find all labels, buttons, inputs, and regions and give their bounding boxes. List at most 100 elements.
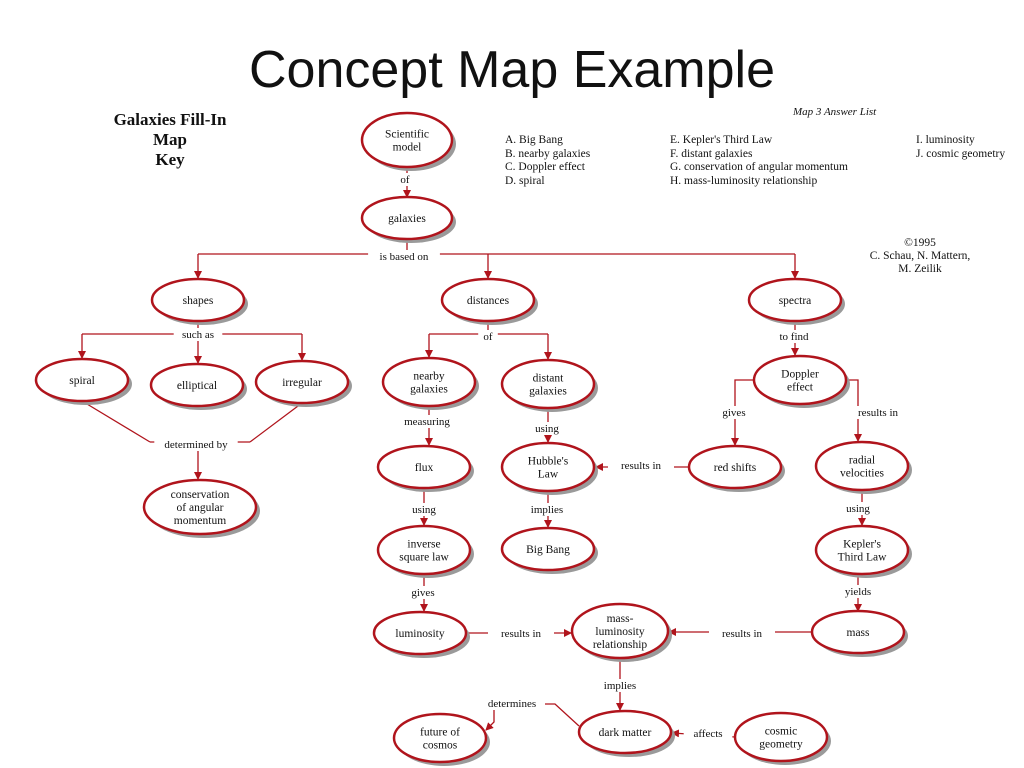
node-ellipse <box>500 441 596 493</box>
node-ellipse <box>142 478 258 536</box>
node-ellipse <box>376 444 472 490</box>
node-ellipse <box>381 356 477 408</box>
link-label-bg <box>709 627 775 640</box>
answer-item: E. Kepler's Third Law <box>670 134 773 146</box>
node-label: distances <box>467 295 510 307</box>
node-label: momentum <box>174 515 226 527</box>
link-label-gives-2: gives <box>722 407 745 419</box>
answer-column-1: A. Big Bang B. nearby galaxies C. Dopple… <box>505 134 590 188</box>
link-label-bg <box>528 422 566 435</box>
link-label-bg <box>595 679 645 692</box>
node-label: mass- <box>607 613 634 625</box>
link-label-bg <box>839 502 877 515</box>
answer-list-heading: Map 3 Answer List <box>793 106 877 118</box>
node-label: cosmos <box>423 740 458 752</box>
node-luminosity: luminosity <box>372 610 470 658</box>
node-label: galaxies <box>410 384 448 396</box>
link-label-affects: affects <box>693 728 722 740</box>
link-label-bg <box>173 328 223 341</box>
answer-item: I. luminosity <box>916 134 975 146</box>
node-ellipse <box>440 277 536 323</box>
node-label: cosmic <box>765 726 798 738</box>
node-label: Doppler <box>781 369 819 381</box>
answer-item: J. cosmic geometry <box>916 147 1006 160</box>
copyright-line: M. Zeilik <box>898 263 942 275</box>
link-label-yields: yields <box>845 586 871 598</box>
key-title-line: Galaxies Fill-In <box>113 110 227 129</box>
node-label: nearby <box>413 371 445 383</box>
node-galaxies: galaxies <box>360 195 456 243</box>
answer-item: B. nearby galaxies <box>505 147 591 160</box>
node-label: luminosity <box>595 626 644 638</box>
node-label: radial <box>849 455 875 467</box>
node-label: irregular <box>282 377 322 389</box>
node-label: geometry <box>759 739 803 751</box>
node-label: Law <box>538 469 559 481</box>
link-label-bg <box>395 173 415 186</box>
node-shapes: shapes <box>150 277 248 325</box>
node-label: distant <box>533 373 564 385</box>
node-label: velocities <box>840 468 885 480</box>
node-elliptical: elliptical <box>149 362 247 410</box>
answer-column-3: I. luminosity J. cosmic geometry <box>916 134 1005 161</box>
link-label-bg <box>479 697 545 710</box>
node-label: spiral <box>69 375 95 387</box>
link-label-bg <box>396 415 458 428</box>
link-label-bg <box>715 406 753 419</box>
node-ellipse <box>577 709 673 755</box>
answer-item: G. conservation of angular momentum <box>670 161 848 173</box>
slide-title: Concept Map Example <box>248 41 776 99</box>
link-label-such-as: such as <box>182 329 214 341</box>
node-mass: mass <box>810 609 908 657</box>
node-label: relationship <box>593 639 648 651</box>
link-label-of-1: of <box>400 174 410 186</box>
map-connector <box>846 379 862 442</box>
node-label: of angular <box>177 502 224 514</box>
node-spiral: spiral <box>34 357 132 405</box>
node-dark-matter: dark matter <box>577 709 675 757</box>
node-ellipse <box>687 444 783 490</box>
link-label-of-2: of <box>483 331 493 343</box>
link-label-bg <box>368 250 440 263</box>
link-label-gives-1: gives <box>411 587 434 599</box>
link-label-determines: determines <box>488 698 536 710</box>
link-label-bg <box>405 503 443 516</box>
node-label: flux <box>415 462 434 474</box>
node-label: effect <box>787 382 814 394</box>
node-ellipse <box>752 354 848 406</box>
node-ellipse <box>149 362 245 408</box>
key-title-line: Map <box>153 130 187 149</box>
node-ellipse <box>392 712 488 764</box>
link-label-bg <box>608 459 674 472</box>
node-red-shifts: red shifts <box>687 444 785 492</box>
node-big-bang: Big Bang <box>500 526 598 574</box>
link-label-bg <box>845 406 911 419</box>
link-label-implies-1: implies <box>531 504 563 516</box>
map-connector <box>249 402 303 443</box>
node-ellipse <box>570 602 670 660</box>
answer-item: A. Big Bang <box>505 134 563 146</box>
node-flux: flux <box>376 444 474 492</box>
node-label: shapes <box>183 295 214 307</box>
node-ellipse <box>814 524 910 576</box>
link-label-using-3: using <box>846 503 870 515</box>
node-label: square law <box>399 552 449 564</box>
link-label-results-in-1: results in <box>501 628 542 640</box>
answer-item: D. spiral <box>505 174 545 187</box>
node-ellipse <box>747 277 843 323</box>
link-label-to-find: to find <box>779 331 809 343</box>
map-connector <box>81 400 151 443</box>
node-label: galaxies <box>388 213 426 225</box>
node-label: future of <box>420 727 460 739</box>
link-label-results-in-4: results in <box>722 628 763 640</box>
node-label: galaxies <box>529 386 567 398</box>
node-ellipse <box>34 357 130 403</box>
